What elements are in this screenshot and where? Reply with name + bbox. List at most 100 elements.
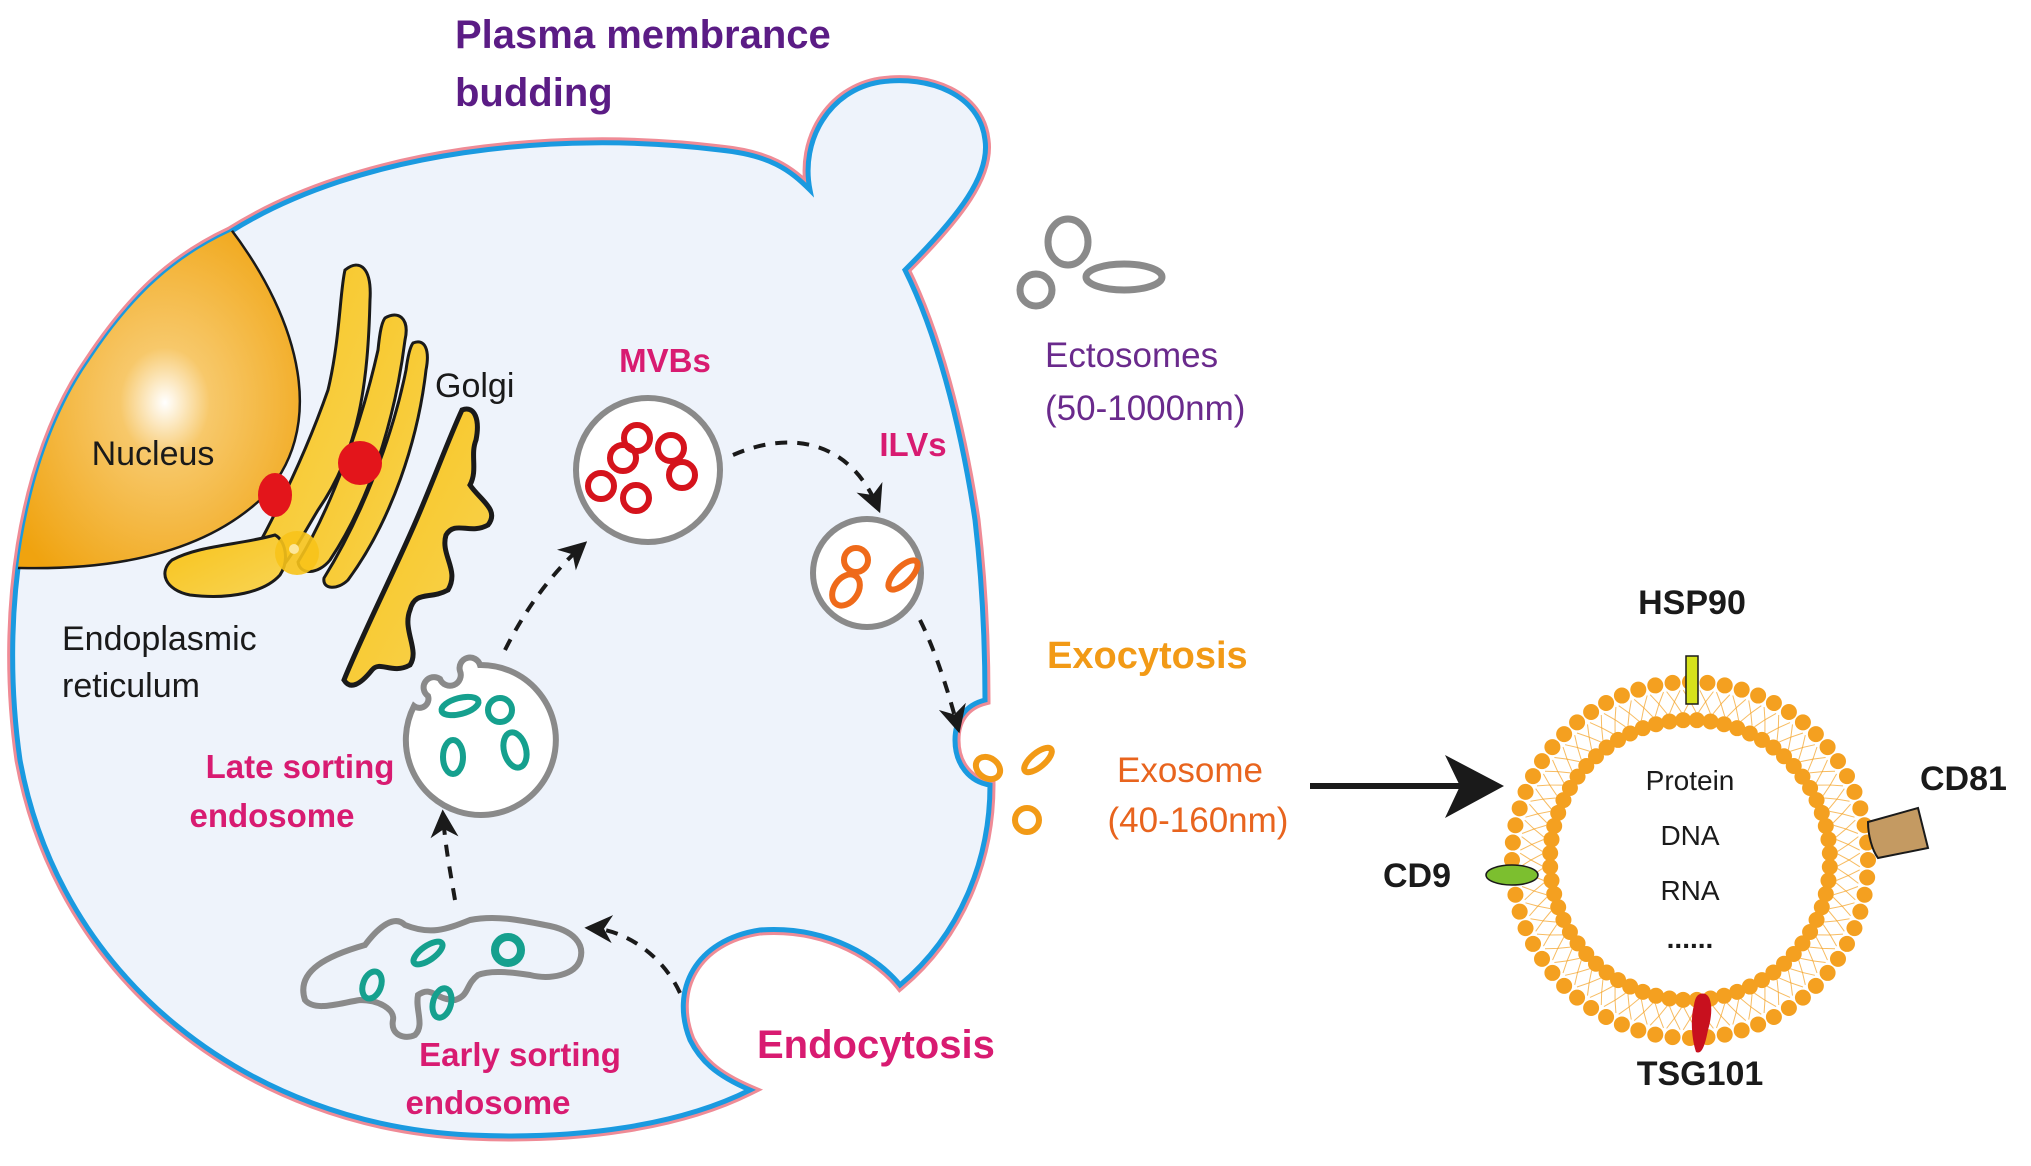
- lipid-tail: [1521, 836, 1544, 845]
- lipid-tail: [1798, 960, 1816, 976]
- golgi-label: Golgi: [435, 367, 514, 405]
- hsp90-protein: [1685, 655, 1699, 705]
- lipid-head-inner: [1776, 748, 1793, 765]
- lipid-tail: [1776, 722, 1791, 741]
- big-arrow-head: [1445, 755, 1504, 818]
- lipid-tail: [1824, 920, 1845, 932]
- lipid-head-outer: [1794, 989, 1811, 1006]
- lipid-head-outer: [1504, 834, 1521, 851]
- lipid-head-outer: [1750, 1016, 1767, 1033]
- lipid-tail: [1750, 705, 1762, 726]
- lipid-head-outer: [1613, 1016, 1630, 1033]
- lipid-head-inner: [1542, 845, 1559, 862]
- lipid-head-outer: [1525, 935, 1542, 952]
- lipid-tail: [1815, 770, 1836, 783]
- er-red-vesicle-1: [258, 473, 292, 517]
- lipid-head-outer: [1569, 989, 1586, 1006]
- lipid-head-outer: [1733, 681, 1750, 698]
- lipid-head-inner: [1808, 911, 1825, 928]
- late-sorting-label-line2: endosome: [189, 797, 354, 834]
- lipid-head-inner: [1661, 990, 1678, 1007]
- lipid-tail: [1614, 706, 1626, 728]
- lipid-head-outer: [1856, 886, 1873, 903]
- lipid-tail: [1600, 714, 1613, 735]
- lipid-tail: [1633, 699, 1645, 721]
- lipid-tail: [1833, 890, 1856, 901]
- exosome-label-line2: (40-160nm): [1108, 801, 1289, 840]
- lipid-tail: [1673, 1007, 1682, 1030]
- late-sorting-label-line1: Late sorting: [206, 748, 395, 785]
- lipid-tail: [1833, 819, 1856, 830]
- lipid-head-outer: [1860, 852, 1876, 868]
- lipid-head-outer: [1664, 674, 1681, 691]
- lipid-head-inner: [1546, 886, 1563, 903]
- lipid-head-inner: [1802, 780, 1819, 797]
- lipid-tail: [1754, 992, 1766, 1014]
- lipid-head-outer: [1613, 687, 1630, 704]
- lipid-tail: [1837, 843, 1860, 852]
- lipid-head-outer: [1598, 1008, 1615, 1025]
- lipid-head-outer: [1598, 695, 1615, 712]
- cargo-protein: Protein: [1646, 765, 1735, 796]
- lipid-head-outer: [1504, 852, 1520, 868]
- lipid-head-inner: [1820, 872, 1837, 889]
- lipid-tail: [1698, 690, 1707, 713]
- lipid-head-inner: [1587, 748, 1604, 765]
- lipid-tail: [1576, 970, 1593, 988]
- lipid-head-inner: [1802, 923, 1819, 940]
- arrow-late-to-mvb: [503, 541, 588, 651]
- cargo-more: ......: [1667, 923, 1714, 954]
- lipid-tail: [1535, 788, 1556, 800]
- lipid-tail: [1750, 994, 1762, 1015]
- lipid-head-inner: [1675, 712, 1692, 729]
- lipid-head-outer: [1819, 739, 1836, 756]
- lipid-tail: [1779, 977, 1794, 996]
- lipid-head-inner: [1741, 725, 1758, 742]
- lipid-tail: [1574, 968, 1590, 986]
- lipid-tail: [1530, 910, 1552, 922]
- lipid-head-inner: [1729, 983, 1746, 1000]
- er-vesicle-highlight: [289, 544, 299, 554]
- arrow-early-to-late: [430, 809, 459, 901]
- ectosomes: [1016, 215, 1166, 310]
- lipid-head-outer: [1750, 687, 1767, 704]
- lipid-head-inner: [1578, 757, 1595, 774]
- lipid-tail: [1726, 695, 1737, 718]
- lipid-head-inner: [1647, 716, 1664, 733]
- exosome-detail: [1504, 674, 1876, 1046]
- lipid-head-outer: [1765, 695, 1782, 712]
- ectosomes-label-line2: (50-1000nm): [1045, 389, 1245, 428]
- lipid-tail: [1837, 859, 1861, 868]
- cd81-protein: [1866, 806, 1930, 860]
- lipid-head-inner: [1702, 713, 1719, 730]
- ilvs-label: ILVs: [879, 426, 946, 463]
- lipid-tail: [1521, 882, 1545, 892]
- mvb: [573, 395, 723, 545]
- lipid-tail: [1764, 712, 1777, 733]
- lipid-tail: [1562, 746, 1580, 763]
- lipid-head-inner: [1817, 886, 1834, 903]
- late-endosome-vesicles: [438, 693, 530, 777]
- lipid-head-inner: [1741, 978, 1758, 995]
- lipid-tail: [1628, 998, 1640, 1020]
- tsg101-label: TSG101: [1637, 1055, 1764, 1093]
- lipid-head-inner: [1542, 858, 1559, 875]
- lipid-tail: [1554, 949, 1573, 964]
- lipid-head-outer: [1525, 768, 1542, 785]
- cargo-dna: DNA: [1660, 820, 1719, 851]
- lipid-head-inner: [1688, 712, 1705, 729]
- lipid-head-outer: [1544, 739, 1561, 756]
- lipid-head-outer: [1807, 726, 1824, 743]
- lipid-head-inner: [1821, 858, 1838, 875]
- lipid-head-outer: [1569, 714, 1586, 731]
- lipid-head-outer: [1507, 817, 1524, 834]
- lipid-head-inner: [1675, 991, 1692, 1008]
- title-line2: budding: [455, 71, 613, 115]
- lipid-tail: [1564, 960, 1582, 976]
- lipid-tail: [1807, 756, 1826, 771]
- lipid-head-outer: [1517, 920, 1534, 937]
- lipid-tail: [1589, 979, 1604, 998]
- late-sorting-endosome: [402, 654, 559, 818]
- lipid-head-inner: [1634, 720, 1651, 737]
- arrow-ilv-to-exocytosis: [918, 619, 966, 734]
